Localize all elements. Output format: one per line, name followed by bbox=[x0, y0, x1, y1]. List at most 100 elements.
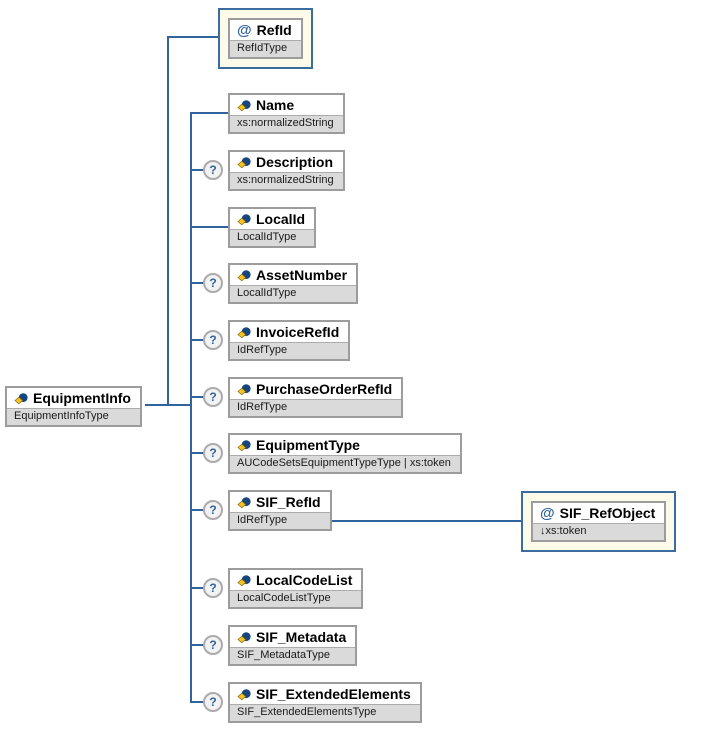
optional-icon: ? bbox=[203, 635, 223, 655]
node-sifmetadata[interactable]: ? SIF_Metadata SIF_MetadataType bbox=[203, 625, 358, 666]
node-description[interactable]: ? Description xs:normalizedString bbox=[203, 150, 345, 191]
connector-attribute-trunk bbox=[167, 36, 169, 406]
node-name-label: LocalId bbox=[256, 211, 306, 227]
node-name-label: Description bbox=[256, 154, 334, 170]
node-title: EquipmentType bbox=[230, 435, 460, 455]
node-title: EquipmentInfo bbox=[7, 388, 140, 408]
node-name-label: PurchaseOrderRefId bbox=[256, 381, 393, 397]
connector-stub-sifmetadata bbox=[190, 644, 212, 646]
element-icon bbox=[237, 326, 251, 338]
connector-stub-invoicerefid bbox=[190, 339, 212, 341]
node-type-label: IdRefType bbox=[230, 399, 402, 416]
optional-glyph: ? bbox=[209, 581, 217, 595]
optional-icon: ? bbox=[203, 160, 223, 180]
optional-glyph: ? bbox=[209, 333, 217, 347]
attribute-icon: @ bbox=[237, 21, 252, 39]
node-name-label: Name bbox=[256, 97, 295, 113]
element-icon bbox=[237, 574, 251, 586]
node-title: SIF_RefId bbox=[230, 492, 330, 512]
node-type-label: RefIdType bbox=[230, 40, 301, 57]
node-name-label: SIF_RefId bbox=[256, 494, 321, 510]
node-type-label: xs:normalizedString bbox=[230, 172, 343, 189]
element-icon bbox=[237, 496, 251, 508]
optional-glyph: ? bbox=[209, 638, 217, 652]
element-icon bbox=[237, 213, 251, 225]
node-type-label: LocalCodeListType bbox=[230, 590, 362, 607]
optional-icon: ? bbox=[203, 443, 223, 463]
node-title: SIF_Metadata bbox=[230, 627, 355, 647]
node-refid-attribute[interactable]: @ RefId RefIdType bbox=[218, 8, 313, 69]
node-sifrefid[interactable]: ? SIF_RefId IdRefType bbox=[203, 490, 332, 531]
optional-glyph: ? bbox=[209, 503, 217, 517]
node-type-label: IdRefType bbox=[230, 342, 349, 359]
attribute-icon: @ bbox=[540, 504, 555, 522]
optional-glyph: ? bbox=[209, 446, 217, 460]
connector-stub-localid bbox=[190, 226, 229, 228]
element-icon bbox=[237, 156, 251, 168]
node-invoicerefid[interactable]: ? InvoiceRefId IdRefType bbox=[203, 320, 351, 361]
element-icon bbox=[237, 269, 251, 281]
node-equipmenttype[interactable]: ? EquipmentType AUCodeSetsEquipmentTypeT… bbox=[203, 433, 462, 474]
node-type-label: SIF_MetadataType bbox=[230, 647, 356, 664]
optional-glyph: ? bbox=[209, 163, 217, 177]
element-icon bbox=[237, 631, 251, 643]
optional-icon: ? bbox=[203, 273, 223, 293]
node-title: LocalId bbox=[230, 209, 314, 229]
node-assetnumber[interactable]: ? AssetNumber LocalIdType bbox=[203, 263, 359, 304]
node-name-label: AssetNumber bbox=[256, 267, 348, 283]
node-type-label: LocalIdType bbox=[230, 285, 357, 302]
node-title: InvoiceRefId bbox=[230, 322, 348, 342]
node-name-label: SIF_ExtendedElements bbox=[256, 686, 411, 702]
node-localid[interactable]: LocalId LocalIdType bbox=[228, 207, 317, 248]
element-icon bbox=[237, 688, 251, 700]
node-equipmentinfo[interactable]: EquipmentInfo EquipmentInfoType bbox=[5, 386, 142, 427]
node-title: SIF_ExtendedElements bbox=[230, 684, 420, 704]
connector-stub-sifextendedelements bbox=[190, 701, 212, 703]
node-type-label: EquipmentInfoType bbox=[7, 408, 140, 425]
optional-glyph: ? bbox=[209, 695, 217, 709]
node-type-label: xs:normalizedString bbox=[230, 115, 343, 132]
optional-icon: ? bbox=[203, 692, 223, 712]
node-type-label: LocalIdType bbox=[230, 229, 315, 246]
node-name-label: EquipmentInfo bbox=[33, 390, 131, 406]
optional-glyph: ? bbox=[209, 390, 217, 404]
node-name[interactable]: Name xs:normalizedString bbox=[228, 93, 345, 134]
node-type-label: IdRefType bbox=[230, 512, 330, 529]
node-type-label: AUCodeSetsEquipmentTypeType | xs:token bbox=[230, 455, 460, 472]
element-icon bbox=[237, 99, 251, 111]
optional-icon: ? bbox=[203, 330, 223, 350]
node-name-label: LocalCodeList bbox=[256, 572, 353, 588]
node-title: LocalCodeList bbox=[230, 570, 361, 590]
node-name-label: SIF_Metadata bbox=[256, 629, 347, 645]
connector-stub-purchaseorderrefid bbox=[190, 396, 212, 398]
node-title: @ SIF_RefObject bbox=[533, 503, 664, 523]
node-title: @ RefId bbox=[230, 20, 301, 40]
connector-stub-description bbox=[190, 169, 212, 171]
node-name-label: InvoiceRefId bbox=[256, 324, 340, 340]
connector-stub-localcodelist bbox=[190, 587, 212, 589]
connector-sifrefobject-stub bbox=[300, 520, 521, 522]
connector-stub-equipmenttype bbox=[190, 452, 212, 454]
connector-stub-assetnumber bbox=[190, 282, 212, 284]
node-type-label: SIF_ExtendedElementsType bbox=[230, 704, 420, 721]
node-title: AssetNumber bbox=[230, 265, 356, 285]
connector-stub-name bbox=[190, 112, 229, 114]
connector-refid-stub bbox=[167, 36, 218, 38]
connector-element-trunk bbox=[190, 112, 192, 703]
node-name-label: EquipmentType bbox=[256, 437, 360, 453]
node-localcodelist[interactable]: ? LocalCodeList LocalCodeListType bbox=[203, 568, 364, 609]
optional-icon: ? bbox=[203, 387, 223, 407]
optional-icon: ? bbox=[203, 578, 223, 598]
node-name-label: RefId bbox=[256, 22, 292, 38]
optional-glyph: ? bbox=[209, 276, 217, 290]
node-sifextendedelements[interactable]: ? SIF_ExtendedElements SIF_ExtendedEleme… bbox=[203, 682, 422, 723]
element-icon bbox=[237, 383, 251, 395]
element-icon bbox=[237, 439, 251, 451]
element-icon bbox=[14, 392, 28, 404]
connector-root-stub bbox=[145, 404, 192, 406]
node-sifrefobject-attribute[interactable]: @ SIF_RefObject ↓xs:token bbox=[521, 491, 677, 552]
connector-stub-sifrefid bbox=[190, 509, 212, 511]
node-purchaseorderrefid[interactable]: ? PurchaseOrderRefId IdRefType bbox=[203, 377, 404, 418]
node-title: Name bbox=[230, 95, 343, 115]
